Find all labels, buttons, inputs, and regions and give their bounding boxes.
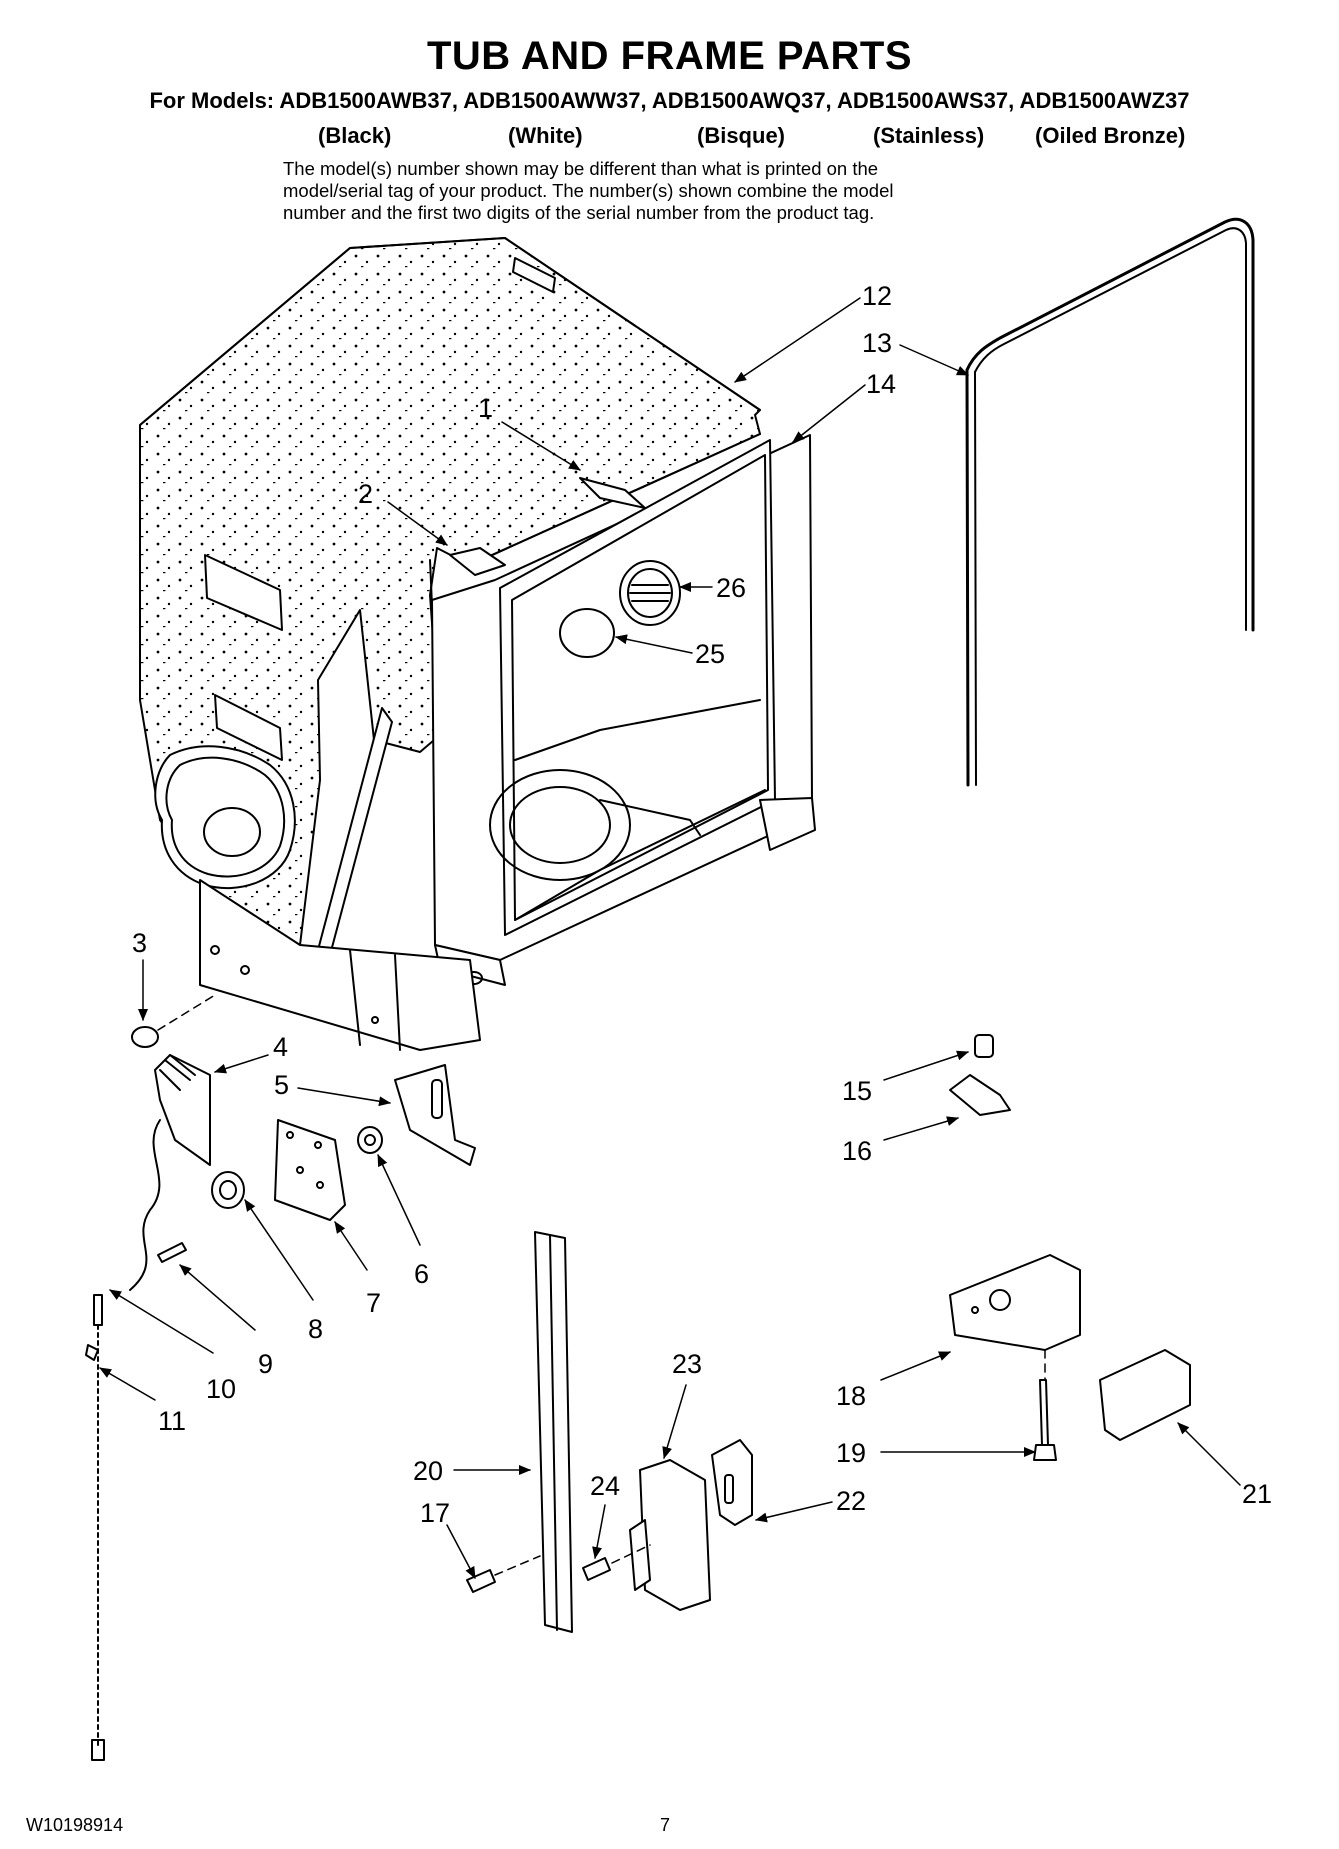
callout-4: 4 bbox=[273, 1032, 288, 1062]
part-2-clip bbox=[449, 547, 506, 576]
part-15-screw bbox=[974, 1034, 994, 1058]
callout-19: 19 bbox=[836, 1438, 866, 1468]
part-19-screw bbox=[1033, 1379, 1057, 1461]
callout-14: 14 bbox=[866, 369, 896, 399]
alignment-lines bbox=[157, 994, 1046, 1576]
color-bisque: (Bisque) bbox=[697, 123, 785, 148]
note-line: number and the first two digits of the s… bbox=[283, 202, 875, 223]
callout-25: 25 bbox=[695, 639, 725, 669]
part-3-plug bbox=[131, 1026, 159, 1048]
page-title: TUB AND FRAME PARTS bbox=[426, 34, 913, 78]
part-10-cord bbox=[91, 1119, 161, 1761]
callout-13: 13 bbox=[862, 328, 892, 358]
callout-15: 15 bbox=[842, 1076, 872, 1106]
callout-23: 23 bbox=[672, 1349, 702, 1379]
color-stainless: (Stainless) bbox=[873, 123, 985, 148]
callout-2: 2 bbox=[358, 479, 373, 509]
callout-21: 21 bbox=[1242, 1479, 1272, 1509]
document-number: W10198914 bbox=[26, 1815, 124, 1835]
callout-20: 20 bbox=[413, 1456, 443, 1486]
color-oiled-bronze: (Oiled Bronze) bbox=[1035, 123, 1186, 148]
note-line: model/serial tag of your product. The nu… bbox=[283, 180, 894, 201]
part-24-screw bbox=[582, 1557, 611, 1581]
part-25-gasket-ring bbox=[559, 608, 615, 658]
callout-7: 7 bbox=[366, 1288, 381, 1318]
part-8-wheel bbox=[211, 1171, 245, 1209]
callout-1: 1 bbox=[478, 393, 493, 423]
callout-5: 5 bbox=[274, 1070, 289, 1100]
callout-3: 3 bbox=[132, 928, 147, 958]
blanket-cutout bbox=[154, 745, 296, 890]
part-22-bracket bbox=[711, 1439, 753, 1526]
door-gasket bbox=[965, 217, 1255, 787]
color-white: (White) bbox=[508, 123, 583, 148]
callout-26: 26 bbox=[716, 573, 746, 603]
part-21-cover bbox=[1099, 1349, 1191, 1441]
callout-17: 17 bbox=[420, 1498, 450, 1528]
callout-22: 22 bbox=[836, 1486, 866, 1516]
part-7-plate bbox=[274, 1119, 346, 1221]
callout-8: 8 bbox=[308, 1314, 323, 1344]
color-black: (Black) bbox=[318, 123, 392, 148]
callout-24: 24 bbox=[590, 1471, 620, 1501]
part-18-bracket bbox=[949, 1254, 1081, 1351]
tub-insulation-blanket bbox=[139, 237, 761, 956]
part-17-screw bbox=[466, 1569, 496, 1593]
part-5-hinge bbox=[394, 1064, 476, 1166]
callout-10: 10 bbox=[206, 1374, 236, 1404]
part-11-hook bbox=[85, 1344, 99, 1361]
part-26-vent bbox=[619, 560, 681, 626]
page-number: 7 bbox=[660, 1815, 671, 1835]
callout-9: 9 bbox=[258, 1349, 273, 1379]
callout-leaders bbox=[99, 297, 1241, 1579]
callout-labels: 1 2 3 4 5 6 7 8 9 10 11 12 13 14 15 16 1… bbox=[132, 281, 1272, 1528]
callout-18: 18 bbox=[836, 1381, 866, 1411]
tub-body bbox=[199, 434, 816, 1051]
part-1-clip bbox=[579, 477, 646, 509]
callout-12: 12 bbox=[862, 281, 892, 311]
part-20-rail bbox=[534, 1231, 573, 1633]
model-note: The model(s) number shown may be differe… bbox=[283, 158, 1083, 224]
callout-11: 11 bbox=[158, 1406, 186, 1436]
part-4-bracket bbox=[154, 1054, 211, 1166]
part-6-roller bbox=[357, 1126, 383, 1154]
part-16-clip bbox=[949, 1074, 1011, 1116]
models-line: For Models: ADB1500AWB37, ADB1500AWW37, … bbox=[149, 88, 1190, 113]
part-9-pin bbox=[157, 1242, 187, 1263]
callout-6: 6 bbox=[414, 1259, 429, 1289]
note-line: The model(s) number shown may be differe… bbox=[283, 158, 879, 179]
callout-16: 16 bbox=[842, 1136, 872, 1166]
part-23-guide bbox=[629, 1459, 711, 1611]
